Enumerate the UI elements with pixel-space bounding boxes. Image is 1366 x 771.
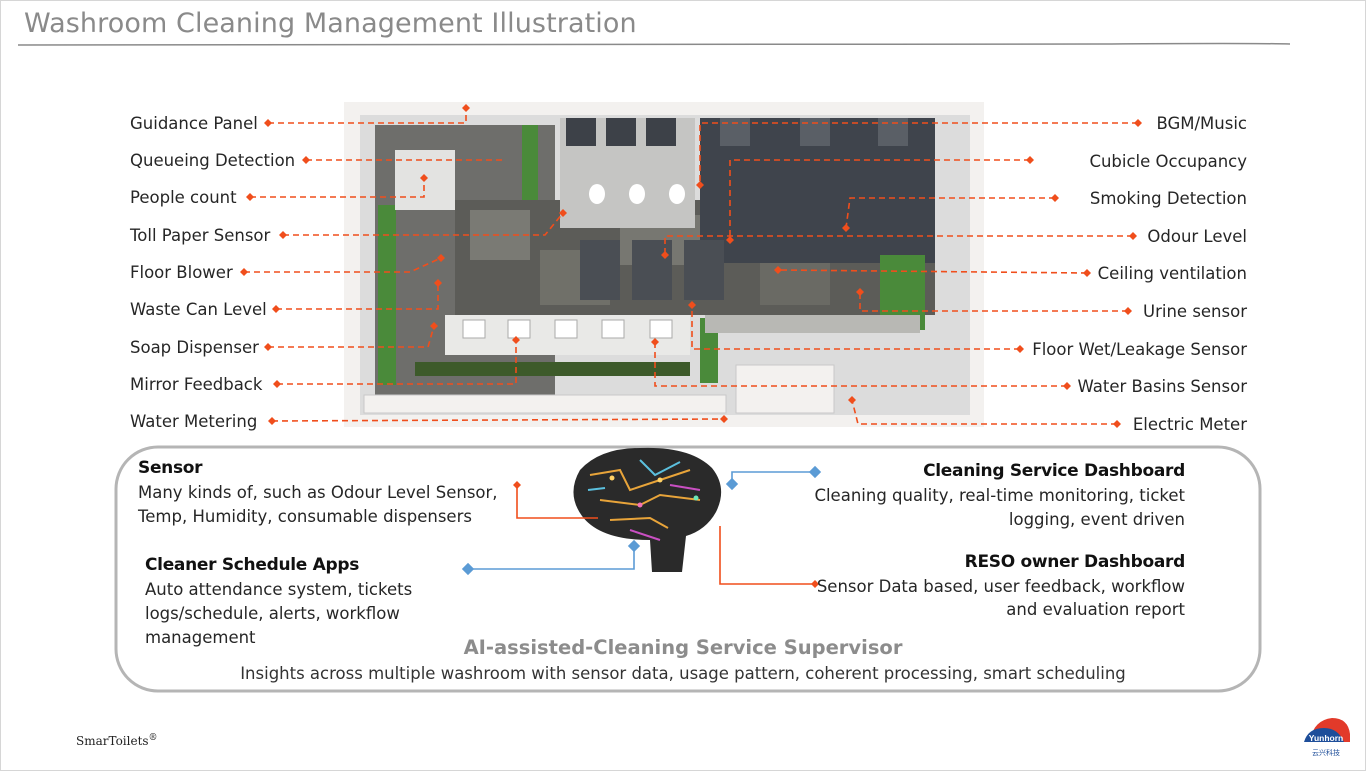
label-floor-blower: Floor Blower [130,263,233,282]
brand-name: SmarToilets® [76,733,158,748]
utility-room [735,364,835,414]
floor-plan [344,102,984,427]
sensor-text: Many kinds of, such as Odour Level Senso… [138,483,498,526]
label-odour-level: Odour Level [1147,227,1247,246]
label-electric-meter: Electric Meter [1132,415,1247,434]
brand-text: SmarToilets [76,734,149,748]
reso-dashboard-line1: Sensor Data based, user feedback, workfl… [816,577,1185,596]
reso-dashboard-heading: RESO owner Dashboard [964,552,1186,572]
label-toll-paper-sensor: Toll Paper Sensor [130,226,271,245]
cleaner-apps-heading: Cleaner Schedule Apps [145,555,360,575]
cleaning-dashboard-heading: Cleaning Service Dashboard [923,461,1185,481]
brain-icon [573,447,722,572]
plant-wall-left [378,205,396,385]
cleaner-apps-text: Auto attendance system, tickets logs/sch… [145,580,413,647]
plant-wall-center [522,125,538,200]
basin [649,319,673,339]
page-title: Washroom Cleaning Management Illustratio… [24,8,637,39]
yunhorn-logo: Yunhorn 云兴科技 [1304,718,1350,757]
ai-supervisor-title: AI-assisted-Cleaning Service Supervisor [463,636,903,659]
title-underline [17,42,1291,46]
logo-text: Yunhorn [1309,733,1343,743]
label-smoking-detection: Smoking Detection [1089,189,1247,208]
cleaning-dashboard-line1: Cleaning quality, real-time monitoring, … [814,486,1185,505]
basin [462,319,486,339]
label-floor-wet-sensor: Floor Wet/Leakage Sensor [1032,340,1247,359]
right-leaders [651,119,1142,428]
label-waste-can-level: Waste Can Level [130,300,267,319]
label-water-basins-sensor: Water Basins Sensor [1077,377,1248,396]
label-mirror-feedback: Mirror Feedback [130,375,263,394]
bottom-wall [363,394,727,414]
basin [601,319,625,339]
logo-cn: 云兴科技 [1312,748,1340,757]
sensor-heading: Sensor [138,458,203,478]
label-cubicle-occupancy: Cubicle Occupancy [1089,152,1247,171]
entrance-panel [395,150,455,210]
registered-mark: ® [148,733,158,743]
basin [507,319,531,339]
left-leaders [240,104,728,425]
reso-dashboard-line2: and evaluation report [1006,600,1185,619]
cleaning-dashboard-line2: logging, event driven [1008,510,1185,529]
counter-right [705,315,920,333]
ai-supervisor-subtitle: Insights across multiple washroom with s… [240,664,1126,683]
label-guidance-panel: Guidance Panel [130,114,258,133]
label-queueing-detection: Queueing Detection [130,151,296,170]
basin [554,319,578,339]
brain-orange-connectors [513,481,819,588]
label-urine-sensor: Urine sensor [1143,302,1247,321]
label-people-count: People count [130,188,237,207]
label-bgm-music: BGM/Music [1156,114,1247,133]
brain-blue-connectors [461,465,822,576]
label-water-metering: Water Metering [130,412,258,431]
label-ceiling-ventilation: Ceiling ventilation [1097,264,1247,283]
planter [415,362,690,376]
label-soap-dispenser: Soap Dispenser [130,338,259,357]
supervisor-panel [114,445,1262,693]
